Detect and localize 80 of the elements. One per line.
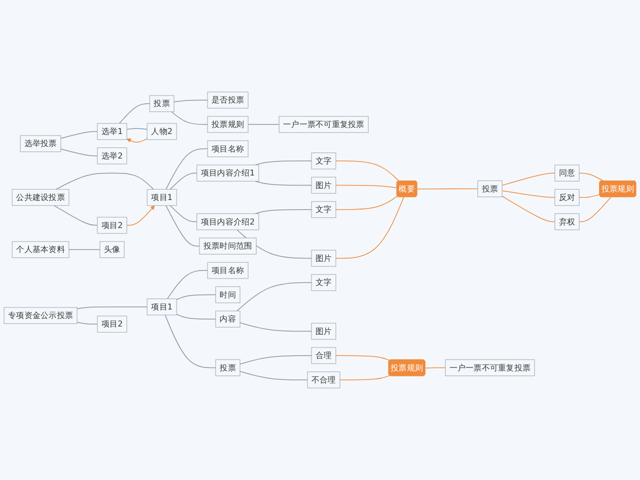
node-box: 投票 bbox=[149, 95, 174, 112]
connector bbox=[340, 375, 390, 380]
connector bbox=[176, 314, 216, 320]
node-box: 人物2 bbox=[146, 123, 177, 140]
connector bbox=[502, 172, 556, 186]
connector bbox=[578, 196, 612, 222]
arrow bbox=[126, 205, 155, 226]
node-box: 选举投票 bbox=[20, 135, 62, 152]
node-box: 时间 bbox=[215, 286, 240, 304]
node-box: 选举1 bbox=[97, 123, 128, 140]
node-box: 公共建设投票 bbox=[12, 189, 70, 206]
connector bbox=[176, 294, 216, 300]
node-box: 图片 bbox=[311, 250, 336, 267]
connector bbox=[578, 172, 604, 182]
connector bbox=[578, 194, 600, 198]
connector bbox=[236, 282, 312, 312]
connector bbox=[174, 100, 208, 102]
connector bbox=[335, 355, 390, 361]
node-box: 文字 bbox=[311, 274, 336, 291]
connector bbox=[424, 367, 446, 368]
node-box: 投票 bbox=[478, 180, 502, 198]
arrow bbox=[126, 138, 148, 143]
node-box: 个人基本资料 bbox=[12, 241, 70, 258]
node-box: 图片 bbox=[311, 176, 336, 194]
connector bbox=[254, 209, 312, 214]
node-box: 项目内容介绍1 bbox=[196, 164, 260, 182]
node-box: 是否投票 bbox=[207, 92, 248, 108]
node-box: 一户一票不可重复投票 bbox=[278, 116, 369, 133]
node-box: 投票规则 bbox=[207, 116, 248, 133]
connector bbox=[240, 322, 312, 332]
node-box: 内容 bbox=[215, 310, 240, 328]
node-box: 投票时间范围 bbox=[199, 238, 256, 254]
connector bbox=[164, 314, 216, 368]
node-box: 项目内容介绍2 bbox=[196, 213, 260, 230]
connector bbox=[416, 188, 478, 190]
node-box: 投票 bbox=[215, 359, 240, 376]
connector bbox=[171, 111, 208, 125]
connector bbox=[502, 190, 556, 198]
connector bbox=[335, 184, 398, 188]
node-box: 图片 bbox=[311, 322, 336, 340]
connector bbox=[335, 196, 404, 259]
node-box: 项目2 bbox=[97, 216, 128, 234]
connector bbox=[170, 172, 198, 190]
connector bbox=[68, 249, 100, 250]
connector bbox=[502, 196, 556, 222]
node-box: 项目1 bbox=[146, 189, 177, 206]
connector bbox=[60, 131, 98, 139]
node-box: 不合理 bbox=[307, 372, 340, 388]
connector bbox=[76, 306, 148, 310]
connector bbox=[248, 124, 280, 125]
connector bbox=[126, 128, 148, 130]
node-box: 项目2 bbox=[97, 316, 128, 332]
connector bbox=[166, 205, 200, 246]
connector bbox=[166, 148, 208, 190]
connector bbox=[76, 322, 98, 325]
node-box: 项目名称 bbox=[207, 140, 248, 158]
node-box: 反对 bbox=[554, 189, 580, 206]
connector bbox=[54, 205, 98, 226]
node-box: 一户一票不可重复投票 bbox=[445, 359, 535, 376]
node-box: 文字 bbox=[311, 152, 336, 170]
node-box: 弃权 bbox=[554, 213, 580, 230]
node-box: 头像 bbox=[100, 241, 124, 258]
connector bbox=[254, 180, 312, 186]
connector bbox=[335, 160, 400, 182]
connector bbox=[118, 103, 150, 124]
connector bbox=[56, 172, 154, 190]
node-box: 同意 bbox=[554, 164, 580, 182]
node-box: 文字 bbox=[311, 201, 336, 218]
connector bbox=[240, 355, 312, 365]
connector bbox=[170, 205, 198, 222]
connector bbox=[167, 270, 208, 300]
node-box: 项目名称 bbox=[207, 262, 248, 279]
connector bbox=[335, 196, 398, 210]
node-box: 合理 bbox=[311, 347, 336, 364]
node-box: 选举2 bbox=[97, 148, 128, 164]
node-box: 专项资金公示投票 bbox=[4, 307, 78, 324]
connector bbox=[254, 160, 312, 166]
connector bbox=[60, 148, 98, 156]
connector bbox=[240, 370, 308, 380]
node-box: 项目1 bbox=[146, 298, 177, 316]
